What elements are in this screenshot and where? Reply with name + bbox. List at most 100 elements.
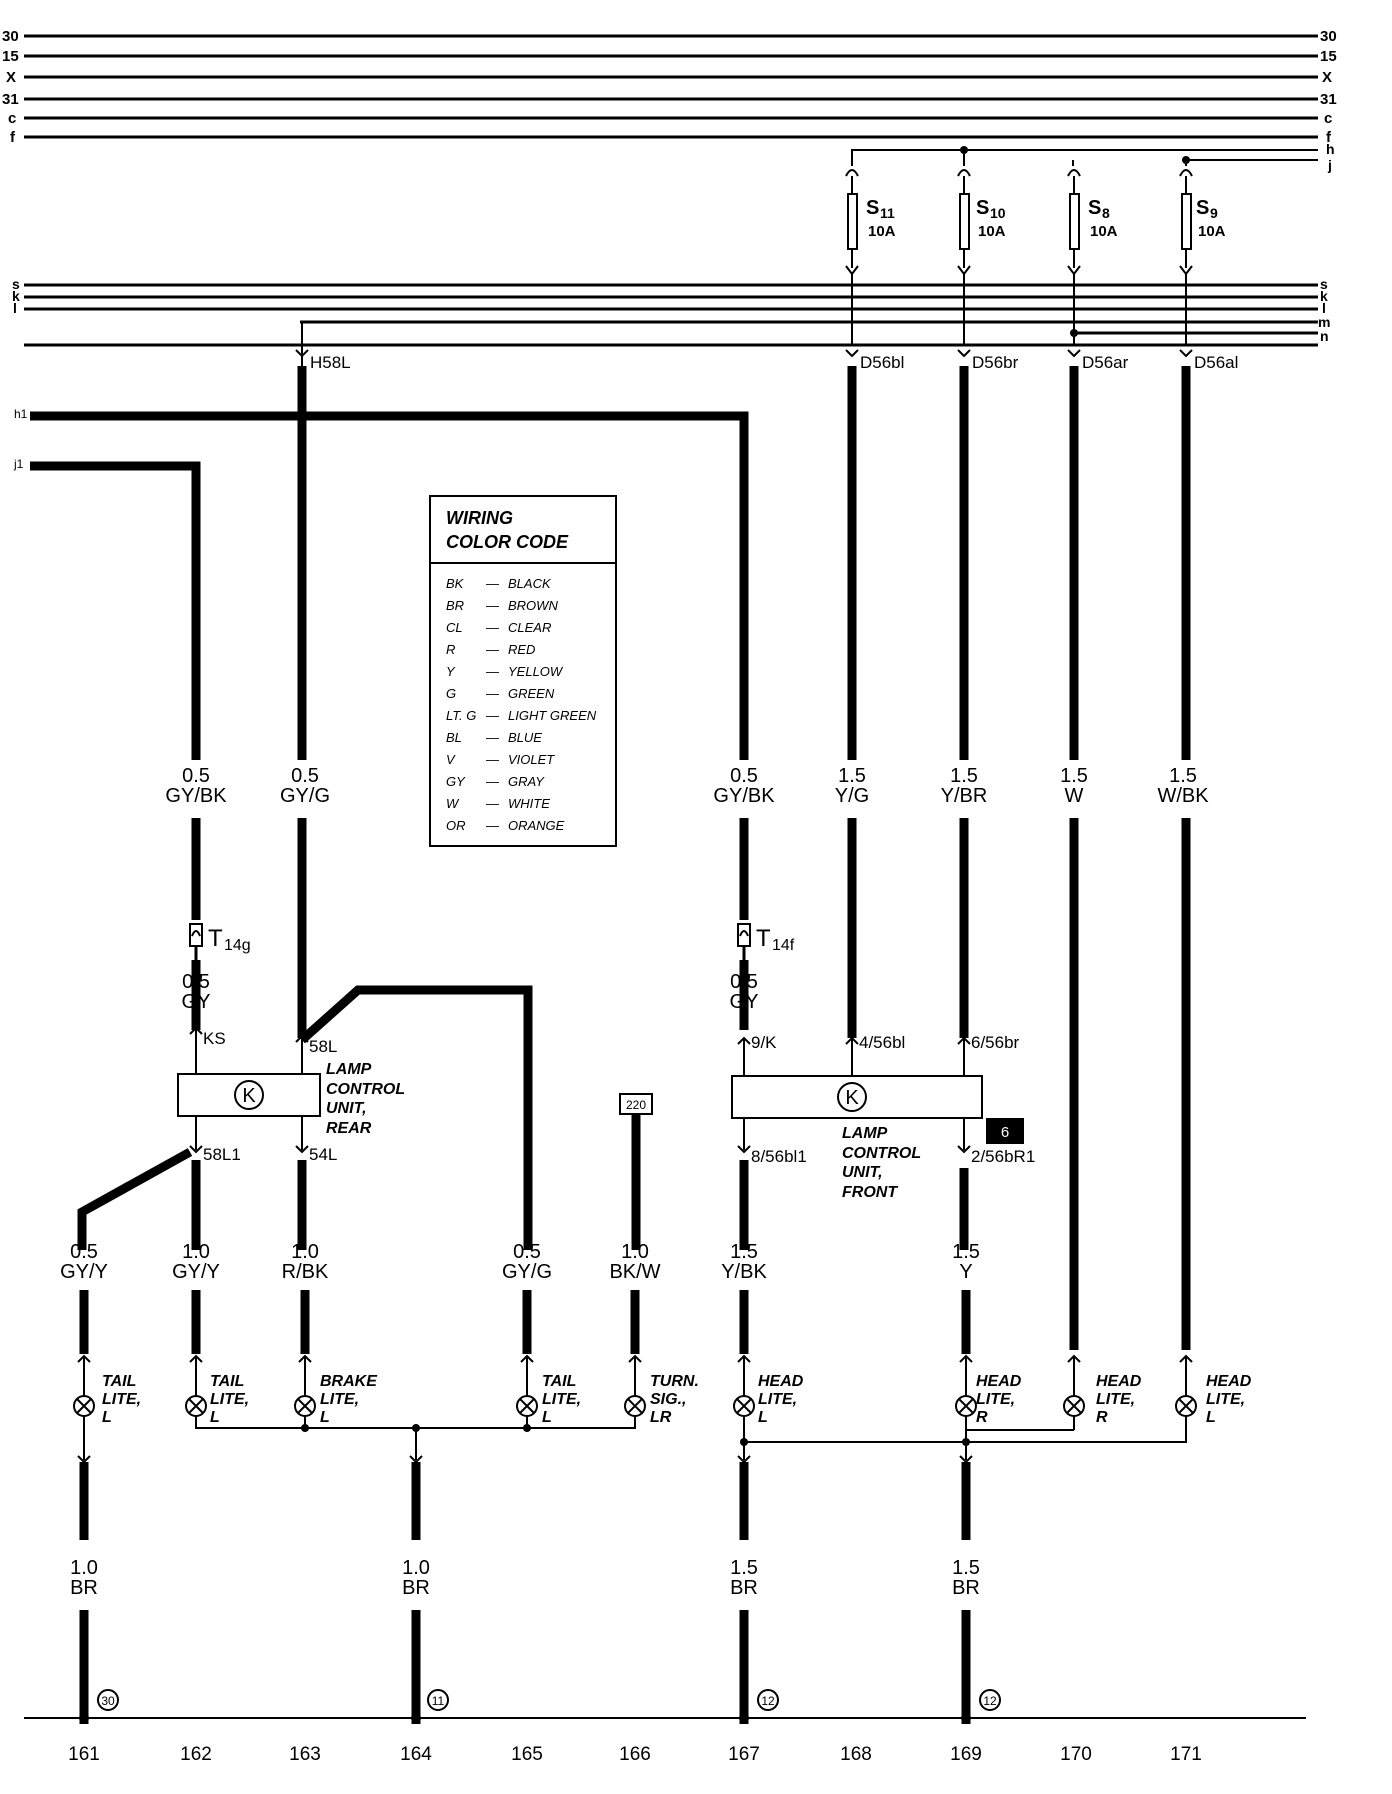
bus-label-k-right: k (1320, 288, 1328, 304)
legend-code: LT. G (446, 708, 476, 723)
wire-color: BR (70, 1577, 98, 1599)
wire-size: 1.5 (952, 1557, 980, 1579)
column-number: 171 (1170, 1744, 1202, 1765)
lamp-label: LITE, (320, 1391, 359, 1408)
wire-size: 1.5 (1169, 765, 1197, 787)
reference-box-220: 220 (619, 1093, 653, 1115)
column-number: 167 (728, 1744, 760, 1765)
legend-code: BL (446, 730, 462, 745)
lamp-label: LR (650, 1409, 672, 1426)
wire-size: 1.0 (402, 1557, 430, 1579)
ground-wire-labels: 1.0 BR 1.0 BR 1.5 BR 1.5 BR (70, 1557, 980, 1599)
fuse-s8: S 8 10A (1067, 169, 1118, 276)
lamp-symbol (294, 1395, 316, 1417)
fuse-s11-sub: 11 (880, 205, 895, 221)
legend-dash: — (485, 620, 500, 635)
fuse-s8-rating: 10A (1090, 223, 1118, 240)
lamp-return-lines (77, 1416, 1187, 1464)
legend-color: BLUE (508, 730, 542, 745)
rear-pin-54l: 54L (309, 1145, 337, 1164)
lamp-label: TURN. (650, 1373, 699, 1390)
ground-point-label: 30 (101, 1694, 115, 1708)
legend-dash: — (485, 730, 500, 745)
wiring-color-code-legend: WIRING COLOR CODE BK — BLACK BR — BROWN … (429, 495, 617, 847)
column-number: 165 (511, 1744, 543, 1765)
wire-size: 0.5 (730, 971, 758, 993)
connector-d56br: D56br (972, 353, 1019, 372)
top-bus-labels-left: 30 15 X 31 c f (2, 28, 19, 146)
lamp-label: BRAKE (320, 1373, 378, 1390)
connector-d56ar: D56ar (1082, 353, 1129, 372)
wire-color: R/BK (282, 1261, 329, 1283)
wire-size: 1.0 (182, 1241, 210, 1263)
lamp-label: LITE, (1206, 1391, 1245, 1408)
bus-label-l-right: l (1322, 300, 1326, 316)
bus-label-c-left: c (8, 110, 16, 127)
lower-wire-labels: 0.5 GY/Y 1.0 GY/Y 1.0 R/BK 0.5 GY/G 1.0 … (60, 1241, 980, 1283)
lamp-label: HEAD (976, 1373, 1022, 1390)
rear-unit-symbol: K (242, 1085, 256, 1107)
lamp-symbol (73, 1395, 95, 1417)
top-bus-labels-right: 30 15 X 31 c f h j (1320, 28, 1337, 173)
lamp-symbol (516, 1395, 538, 1417)
legend-code: Y (446, 664, 456, 679)
wire-size: 0.5 (513, 1241, 541, 1263)
lamp-label: LITE, (976, 1391, 1015, 1408)
wire-size: 1.5 (950, 765, 978, 787)
lamp-symbol (733, 1395, 755, 1417)
connector-t14f-letter: T (756, 925, 771, 952)
fuse-s9-sub: 9 (1210, 205, 1218, 221)
legend-color: BLACK (508, 576, 552, 591)
fuse-s11-rating: 10A (868, 223, 896, 240)
wire-size: 0.5 (291, 765, 319, 787)
fuse-s10: S 10 10A (957, 169, 1006, 276)
wire-color: Y/BR (941, 785, 988, 807)
front-pin-6-56br: 6/56br (971, 1033, 1020, 1052)
connector-t14f-sub: 14f (772, 937, 795, 954)
lamp-label: L (542, 1409, 552, 1426)
legend-color: ORANGE (508, 818, 565, 833)
front-pin-9k: 9/K (751, 1033, 777, 1052)
lamp-feed-wires (79, 1290, 971, 1354)
front-pin-2-56br1: 2/56bR1 (971, 1147, 1035, 1166)
bus-label-m-right: m (1318, 314, 1330, 330)
ground-junction-dots (301, 1424, 970, 1446)
bus-label-s-right: s (1320, 276, 1328, 292)
legend-code: GY (446, 774, 466, 789)
rear-pin-ks: KS (203, 1029, 226, 1048)
junction-dot (1182, 156, 1190, 164)
thick-wires-upper (30, 366, 1191, 760)
wire-color: BK/W (609, 1261, 660, 1283)
lamp-symbol (185, 1395, 207, 1417)
lamp-label: L (1206, 1409, 1216, 1426)
wire-color: GY/G (280, 785, 330, 807)
fuse-s10-sub: 10 (990, 205, 1006, 221)
bus-label-h-right: h (1326, 141, 1335, 157)
fuse-s9-letter: S (1196, 197, 1209, 219)
bus-label-15-left: 15 (2, 48, 19, 65)
legend-dash: — (485, 576, 500, 591)
lamp-label: L (102, 1409, 112, 1426)
side-label-j1: j1 (13, 457, 24, 471)
fuse-s10-rating: 10A (978, 223, 1006, 240)
middle-bus-labels: s k l s k l m n (12, 276, 1330, 344)
ground-point-label: 12 (761, 1694, 775, 1708)
column-number: 169 (950, 1744, 982, 1765)
legend-dash: — (485, 686, 500, 701)
bus-label-l-left: l (13, 300, 17, 316)
lamp-symbol (1175, 1395, 1197, 1417)
lamp-label: LITE, (210, 1391, 249, 1408)
lamp-bulb-symbols (73, 1395, 1197, 1417)
connector-d56al: D56al (1194, 353, 1238, 372)
column-number: 163 (289, 1744, 321, 1765)
legend-title-line-1: WIRING (446, 508, 513, 528)
thick-wires-lower (77, 1114, 969, 1250)
lamp-label: TAIL (102, 1373, 136, 1390)
bus-label-n-right: n (1320, 328, 1329, 344)
wire-color: GY/Y (172, 1261, 220, 1283)
lamp-label: HEAD (758, 1373, 804, 1390)
wire-size: 1.0 (70, 1557, 98, 1579)
lamp-label: HEAD (1096, 1373, 1142, 1390)
bus-label-k-left: k (12, 288, 20, 304)
